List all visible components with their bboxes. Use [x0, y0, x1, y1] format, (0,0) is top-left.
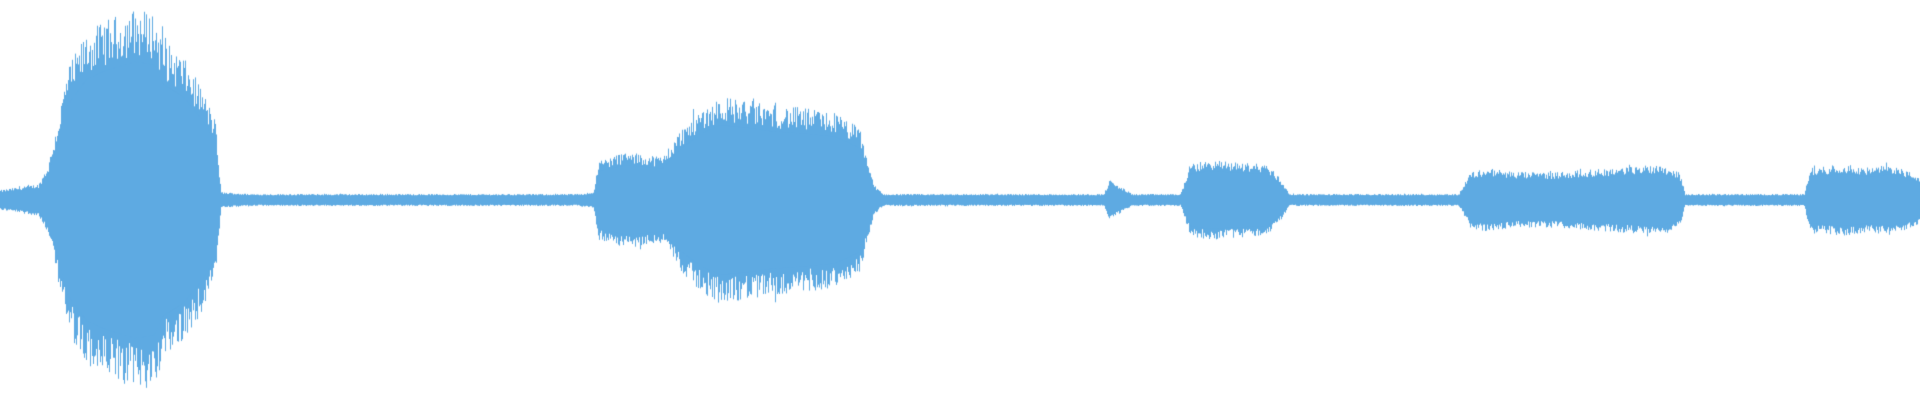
waveform-canvas[interactable]	[0, 0, 1920, 400]
audio-waveform-view[interactable]	[0, 0, 1920, 400]
